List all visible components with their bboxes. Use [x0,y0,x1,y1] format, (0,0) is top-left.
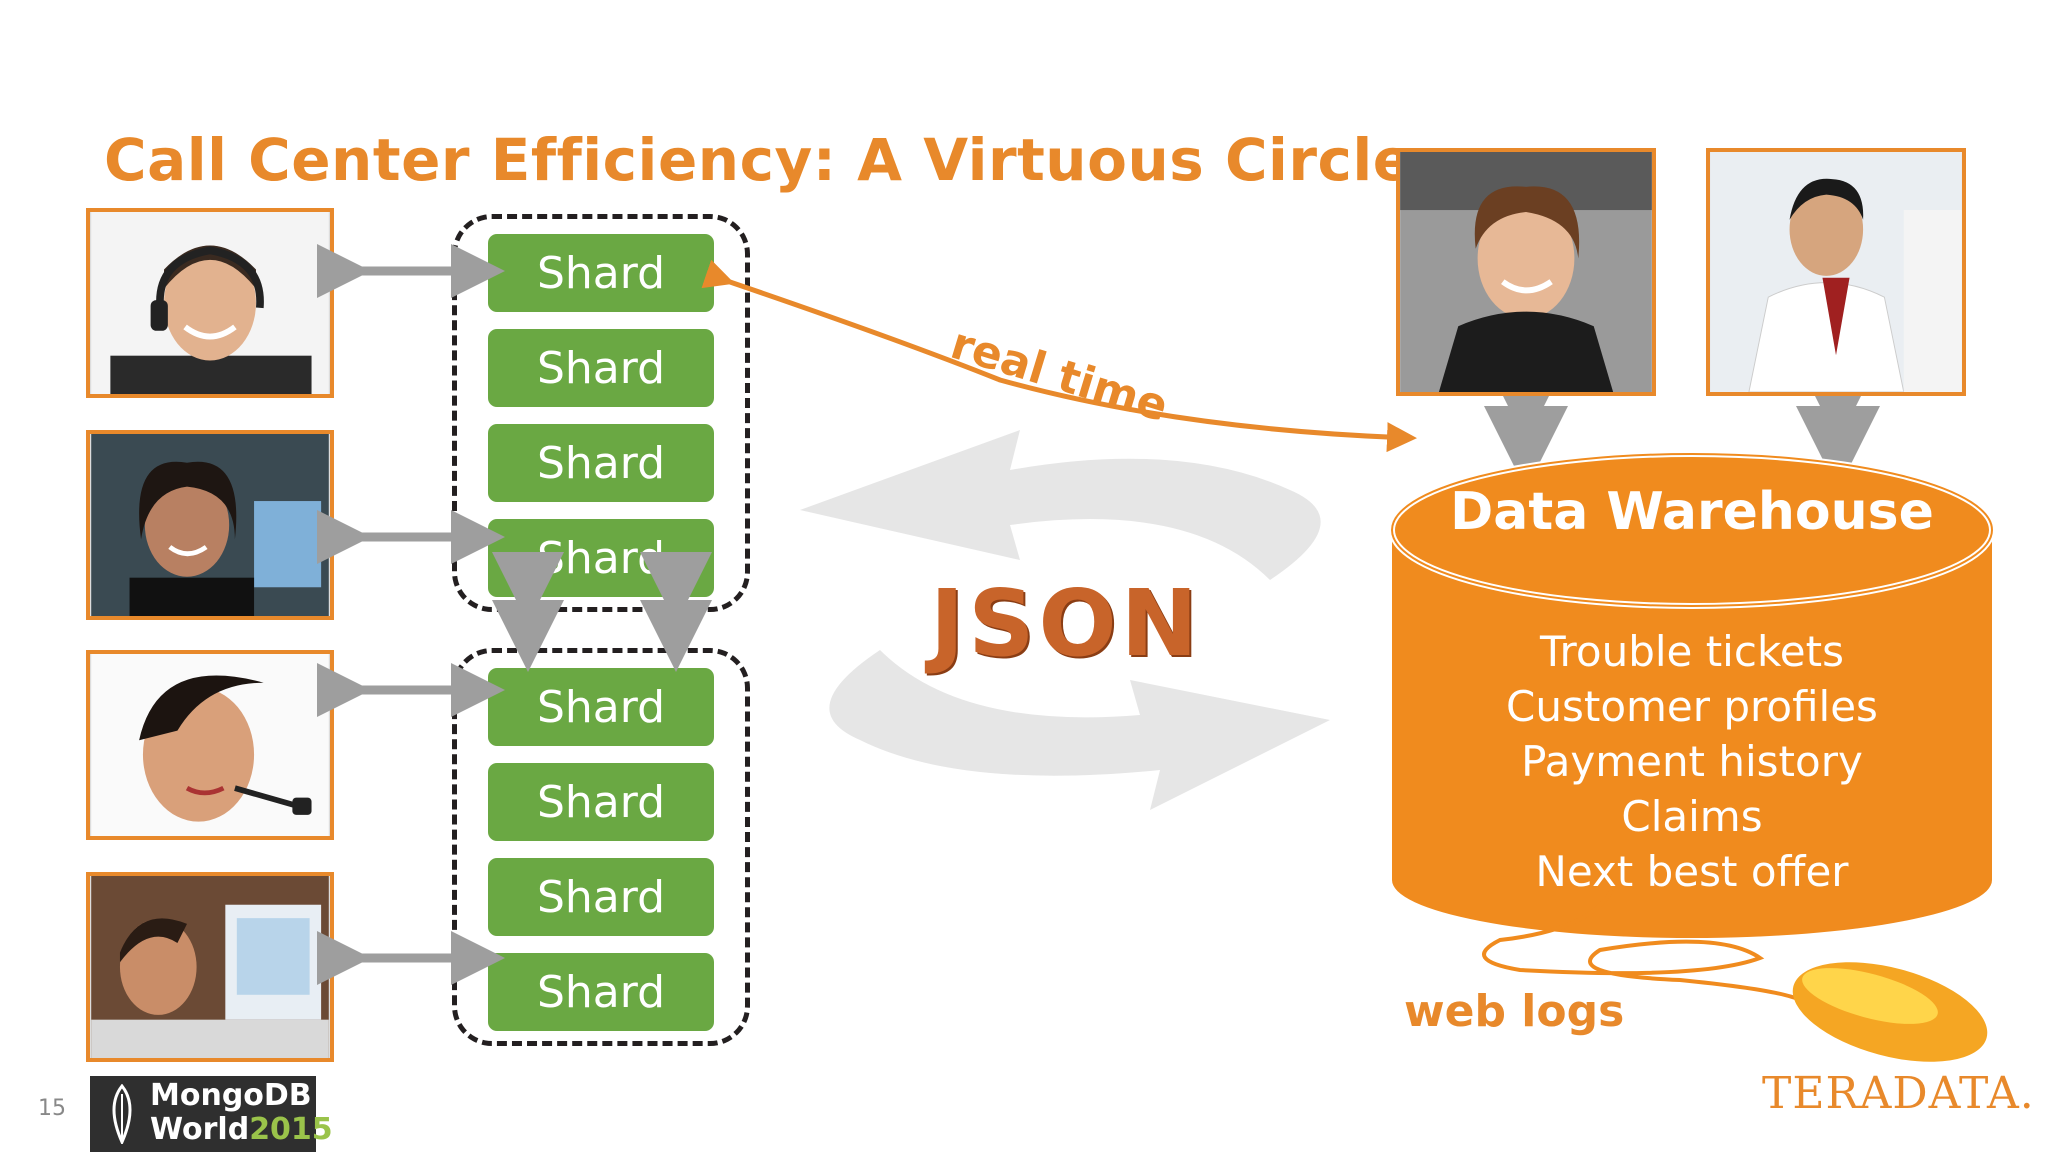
agent-2-illustration [91,434,329,616]
agent-3-illustration [91,654,329,836]
data-warehouse-title: Data Warehouse [1450,482,1934,542]
analyst-photo-2 [1706,148,1966,396]
dw-item-payment-history: Payment history [1521,737,1863,786]
realtime-arrow [701,259,1417,453]
agent-4-illustration [91,876,329,1058]
mongodb-logo-line1: MongoDB [150,1078,312,1113]
analyst-photo-1 [1396,148,1656,396]
shard-top-3: Shard [488,424,714,502]
agent-1-illustration [91,212,329,394]
teradata-logo: TERADATA. [1762,1068,2035,1119]
mouse-icon [1792,962,1988,1062]
analyst-1-illustration [1400,152,1652,392]
mongodb-leaf-icon [112,1084,132,1144]
data-warehouse-items: Trouble tickets Customer profiles Paymen… [1392,624,1992,899]
mongodb-logo-world: World [150,1112,250,1147]
data-warehouse-cylinder [1389,451,1995,938]
page-number: 15 [38,1096,66,1121]
json-label: JSON [930,570,1202,677]
shard-bottom-4: Shard [488,953,714,1031]
shard-bottom-1: Shard [488,668,714,746]
dw-item-customer-profiles: Customer profiles [1506,682,1878,731]
analyst-2-illustration [1710,152,1962,392]
shard-top-2: Shard [488,329,714,407]
cycle-arrow-bottom [829,650,1330,810]
shard-bottom-3: Shard [488,858,714,936]
mongodb-logo-line2: World2015 [150,1112,333,1147]
shard-group-bottom [452,648,750,1046]
weblogs-label: web logs [1404,986,1625,1037]
agent-photo-1 [86,208,334,398]
agent-photo-4 [86,872,334,1062]
mongodb-logo-year: 2015 [249,1112,333,1147]
dw-item-claims: Claims [1621,792,1763,841]
dw-item-trouble-tickets: Trouble tickets [1540,627,1844,676]
agent-photo-3 [86,650,334,840]
cycle-arrow-top [800,430,1321,580]
mouse-cable [1482,888,1801,1002]
mongodb-world-logo: MongoDB World2015 [90,1076,333,1152]
dw-item-next-best-offer: Next best offer [1535,847,1849,896]
shard-top-1: Shard [488,234,714,312]
slide-title: Call Center Efficiency: A Virtuous Circl… [104,126,1413,194]
shard-bottom-2: Shard [488,763,714,841]
